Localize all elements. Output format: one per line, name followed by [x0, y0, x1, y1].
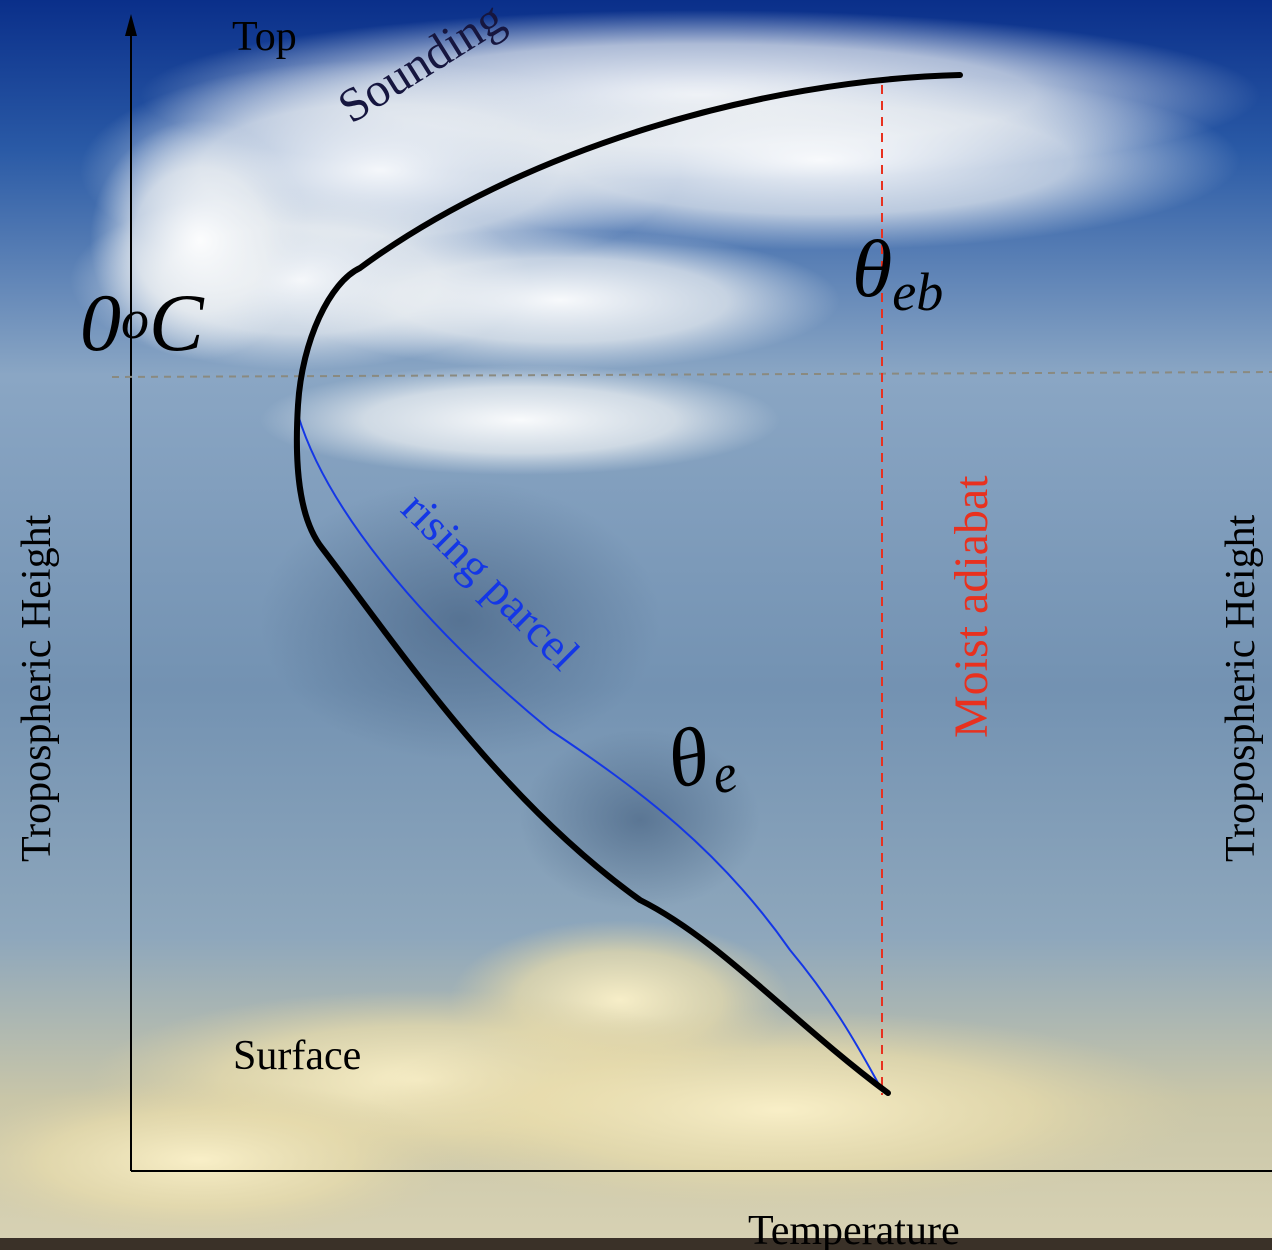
freezing-level-label: 0oC — [80, 282, 204, 364]
top-label: Top — [232, 14, 297, 60]
y-axis-arrowhead — [125, 14, 137, 36]
y-axis-label-left: Tropospheric Height — [14, 514, 60, 862]
sounding-curve — [293, 72, 963, 1096]
rising-parcel-curve — [297, 414, 883, 1091]
moist-adiabat-label: Moist adiabat — [945, 475, 998, 738]
freezing-level-sup: o — [121, 289, 149, 351]
x-axis-label: Temperature — [748, 1208, 960, 1250]
y-axis-label-right: Tropospheric Height — [1218, 514, 1264, 862]
freezing-level-base: 0 — [80, 277, 121, 368]
surface-label: Surface — [233, 1033, 362, 1079]
freezing-level-line — [111, 371, 1272, 378]
theta-eb-base: θ — [852, 223, 893, 314]
freezing-level-tail: C — [149, 277, 204, 368]
theta-eb-sub: eb — [892, 262, 944, 322]
theta-eb-label: θeb — [852, 228, 943, 320]
